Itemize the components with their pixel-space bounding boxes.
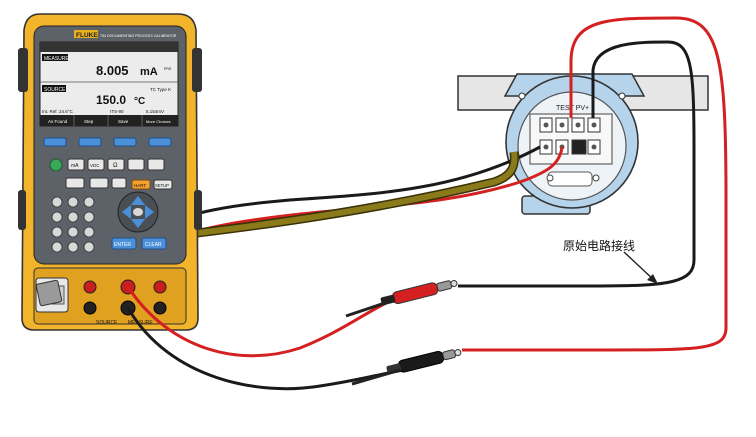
ma-key[interactable] bbox=[67, 158, 85, 171]
loop-wire-black bbox=[458, 40, 696, 288]
measure-label: MEASURE bbox=[44, 56, 69, 62]
numeric-keypad bbox=[51, 196, 95, 253]
enter-key-label: ENTER bbox=[114, 242, 131, 248]
brand-text: FLUKE bbox=[76, 32, 98, 39]
calibrator: FLUKE 754 DOCUMENTING PROCESS CALIBRATOR… bbox=[18, 13, 202, 331]
hart-key[interactable] bbox=[131, 179, 151, 190]
measure-jack-label: MEASURE bbox=[128, 320, 153, 326]
key-minus[interactable] bbox=[83, 241, 95, 253]
key-1[interactable] bbox=[51, 226, 63, 238]
omega-key-label: Ω bbox=[113, 163, 118, 169]
key-2[interactable] bbox=[67, 226, 79, 238]
source-unit: °C bbox=[134, 96, 145, 107]
softkey-4-label: More Choices bbox=[146, 119, 171, 124]
key-4[interactable] bbox=[51, 211, 63, 223]
temp-key[interactable] bbox=[147, 158, 165, 171]
source-type: TC Type K bbox=[150, 87, 171, 92]
setup-key[interactable] bbox=[153, 179, 173, 190]
lead-red-to-probe bbox=[126, 286, 389, 358]
jack-upper-3[interactable] bbox=[153, 280, 167, 294]
source-jack-label: SOURCE bbox=[96, 320, 118, 326]
thermocouple-plug bbox=[35, 279, 63, 307]
probe-rear-black bbox=[351, 368, 401, 386]
transmitter: TEST PV+ bbox=[457, 73, 709, 215]
jack-lower-3[interactable] bbox=[153, 301, 167, 315]
key-6[interactable] bbox=[83, 211, 95, 223]
function-key-3[interactable] bbox=[113, 137, 137, 147]
ma-key-label: mA bbox=[71, 163, 79, 169]
function-key-4[interactable] bbox=[148, 137, 172, 147]
loop-wire-red bbox=[462, 16, 728, 352]
key-3[interactable] bbox=[83, 226, 95, 238]
arrow-up-key[interactable] bbox=[131, 196, 145, 205]
key-0[interactable] bbox=[51, 241, 63, 253]
power-button[interactable] bbox=[49, 158, 63, 172]
pressure-key[interactable] bbox=[127, 158, 145, 171]
measure-value: 8.005 bbox=[96, 63, 129, 78]
clear-key-label: CLEAR bbox=[145, 242, 162, 248]
annotation-arrow bbox=[623, 251, 658, 284]
status-mid: ITS-90 bbox=[110, 109, 124, 114]
measure-suffix: PRS bbox=[164, 67, 172, 71]
arrow-pad bbox=[117, 191, 159, 233]
clear-key[interactable] bbox=[141, 237, 167, 250]
terminal-label: TEST PV+ bbox=[556, 105, 589, 112]
key-8[interactable] bbox=[67, 196, 79, 208]
function-key-1[interactable] bbox=[43, 137, 67, 147]
vdc-key-label: VDC bbox=[90, 163, 100, 168]
annotation-original-wiring: 原始电路接线 bbox=[563, 238, 635, 253]
vdc-key[interactable] bbox=[87, 158, 105, 171]
softkey-2-label: Step bbox=[84, 119, 94, 124]
setup-key-label: SETUP bbox=[155, 183, 169, 188]
mode-key-3[interactable] bbox=[111, 177, 127, 189]
arrow-down-key[interactable] bbox=[131, 219, 145, 228]
key-9[interactable] bbox=[83, 196, 95, 208]
softkey-1-label: As Found bbox=[48, 119, 68, 124]
red-test-probe bbox=[380, 280, 458, 306]
measure-unit: mA bbox=[140, 66, 158, 78]
jack-lower-1[interactable] bbox=[83, 301, 97, 315]
omega-key[interactable] bbox=[107, 158, 125, 171]
function-key-2[interactable] bbox=[78, 137, 102, 147]
key-7[interactable] bbox=[51, 196, 63, 208]
arrow-right-key[interactable] bbox=[145, 205, 154, 219]
brand-logo bbox=[74, 30, 98, 38]
mode-key-2[interactable] bbox=[89, 177, 109, 189]
status-right: 5.154mV bbox=[146, 109, 164, 114]
function-keys bbox=[43, 137, 172, 147]
key-dot[interactable] bbox=[67, 241, 79, 253]
hart-key-label: HART bbox=[134, 183, 146, 188]
arrow-left-key[interactable] bbox=[122, 205, 131, 219]
model-line: 754 DOCUMENTING PROCESS CALIBRATOR bbox=[100, 34, 177, 38]
source-value: 150.0 bbox=[96, 93, 126, 107]
probe-rear-red bbox=[345, 300, 389, 318]
key-5[interactable] bbox=[67, 211, 79, 223]
jack-upper-1[interactable] bbox=[83, 280, 97, 294]
enter-key[interactable] bbox=[111, 237, 137, 250]
source-label: SOURCE bbox=[44, 87, 66, 93]
status-left: Int. Ref. 24.6°C bbox=[42, 109, 74, 114]
softkey-3-label: Save bbox=[118, 119, 129, 124]
mode-key-1[interactable] bbox=[65, 177, 85, 189]
